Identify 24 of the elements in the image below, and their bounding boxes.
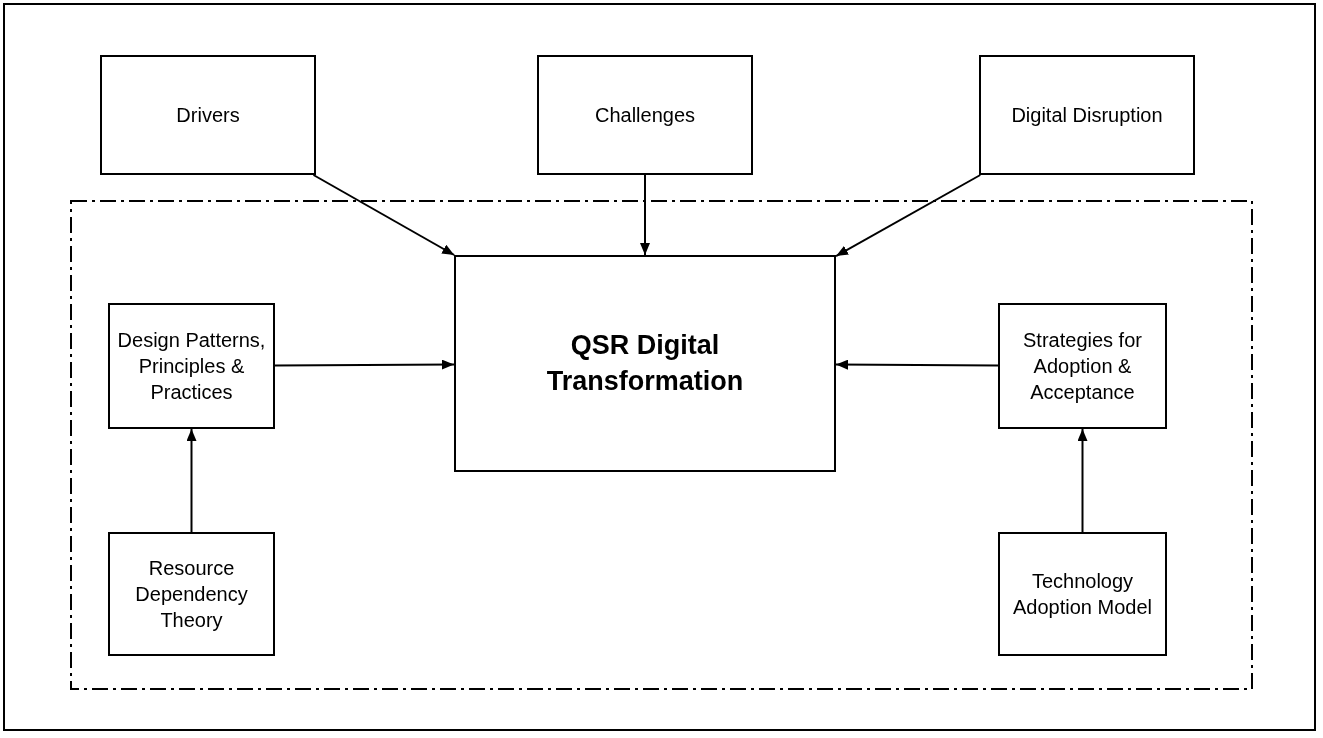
concept-box [998,303,1167,429]
box-label: Design Patterns, Principles & Practices [116,328,267,405]
box-label: Digital Disruption [1011,103,1163,128]
concept-box [108,303,275,429]
arrow [835,359,999,370]
box-label: Drivers [176,103,240,128]
arrow [312,174,456,256]
box-label: Resource Dependency Theory [134,556,249,633]
concept-box [979,55,1195,175]
arrow [186,428,197,533]
arrow [640,174,650,256]
concept-box [998,532,1167,656]
arrow [1077,428,1088,533]
arrow [274,359,455,370]
central-box [454,255,836,472]
central-title: QSR Digital Transformation [545,329,745,398]
dash-dot-group-box [70,200,1253,690]
concept-box [100,55,316,175]
box-label: Strategies for Adoption & Acceptance [1022,328,1143,405]
box-label: Technology Adoption Model [1012,569,1153,620]
box-label: Challenges [594,103,696,128]
concept-box [537,55,753,175]
arrow [835,174,982,258]
concept-box [108,532,275,656]
